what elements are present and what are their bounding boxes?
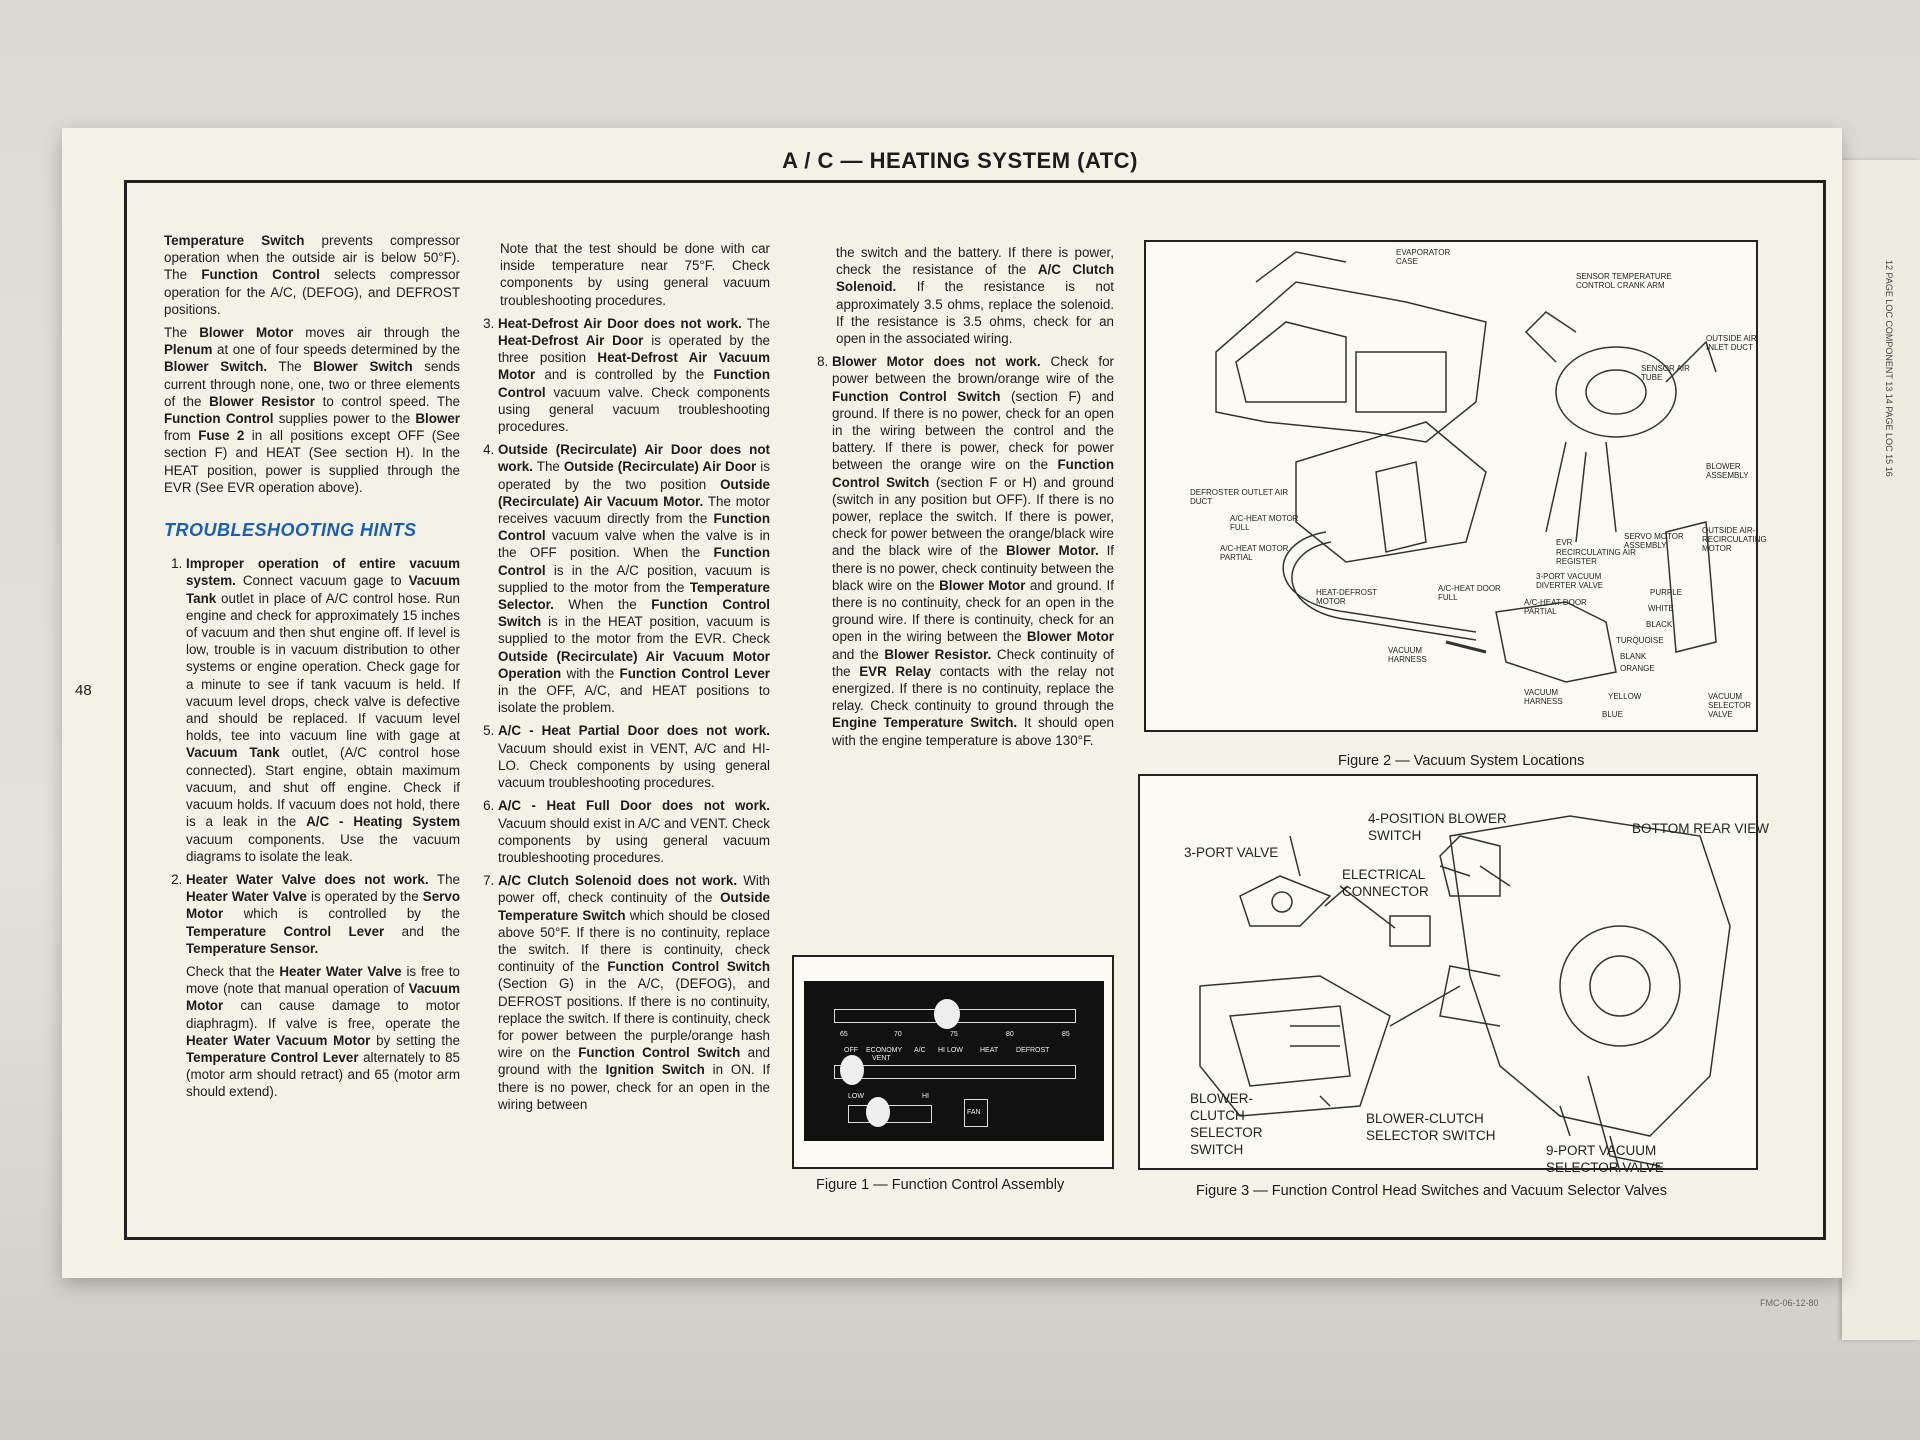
content-frame [124,180,1826,1240]
list-item: A/C Clutch Solenoid does not work. With … [498,872,770,1113]
label-3-port-valve: 3-PORT VALVE [1184,845,1279,860]
list-item: A/C - Heat Full Door does not work. Vacu… [498,797,770,866]
mode-ac: A/C [914,1047,926,1054]
control-head-drawing [1199,815,1731,1172]
paragraph: The Blower Motor moves air through the P… [164,325,460,495]
troubleshooting-list: Blower Motor does not work. Check for po… [810,353,1114,749]
label-diverter-valve: 3-PORT VACUUM DIVERTER VALVE [1536,572,1604,590]
label-9-port-valve: 9-PORT VACUUM SELECTOR VALVE [1546,1143,1664,1175]
list-item: Outside (Recirculate) Air Door does not … [498,441,770,716]
vacuum-system-drawing [1215,251,1717,683]
label-blower-clutch-switch: BLOWER-CLUTCH SELECTOR SWITCH [1366,1111,1496,1143]
figure-1-box: 65 70 75 80 85 OFF ECONOMY VENT A/C HI L… [792,955,1114,1169]
paragraph: Temperature Switch prevents compressor o… [164,233,461,317]
figure-3-box: 4-POSITION BLOWER SWITCH BOTTOM REAR VIE… [1138,774,1769,1175]
text-column-2: Note that the test should be done with c… [476,240,770,1119]
figure-3-caption: Figure 3 — Function Control Head Switche… [1196,1183,1667,1199]
label-door-partial: A/C-HEAT DOOR PARTIAL [1524,598,1587,616]
figure-1-caption: Figure 1 — Function Control Assembly [816,1177,1065,1193]
footer-code: FMC-06-12-80 [1760,1298,1819,1308]
mode-hilow: HI LOW [938,1047,963,1054]
function-control-panel: 65 70 75 80 85 OFF ECONOMY VENT A/C HI L… [804,981,1104,1141]
page-title: A / C — HEATING SYSTEM (ATC) [782,148,1138,173]
label-selector-valve: VACUUM SELECTOR VALVE [1708,692,1751,719]
label-blue: BLUE [1602,710,1623,719]
list-item: Heat-Defrost Air Door does not work. The… [498,315,770,435]
troubleshooting-list: Improper operation of entire vacuum syst… [164,555,460,1100]
page-number: 48 [75,682,92,699]
fan-low: LOW [848,1093,864,1100]
label-blank: BLANK [1620,652,1647,661]
fan-knob [866,1097,890,1127]
scale-85: 85 [1062,1031,1070,1038]
mode-economy: ECONOMY [866,1047,903,1054]
label-recirc-register: RECIRCULATING AIR REGISTER [1556,548,1636,566]
fan-label: FAN [967,1109,981,1116]
label-turquoise: TURQUOISE [1616,636,1664,645]
fan-slider-track [848,1105,932,1123]
temperature-knob [934,999,960,1029]
label-electrical-connector: ELECTRICAL CONNECTOR [1342,867,1429,899]
figure-2-caption: Figure 2 — Vacuum System Locations [1338,753,1585,769]
label-outside-duct: OUTSIDE AIR INLET DUCT [1706,334,1757,352]
label-purple: PURPLE [1650,588,1683,597]
scale-75: 75 [950,1031,958,1038]
label-sensor-tube: SENSOR AIR TUBE [1641,364,1690,382]
label-motor-partial: A/C-HEAT MOTOR PARTIAL [1220,544,1289,562]
label-harness: VACUUM HARNESS [1388,646,1427,664]
label-sensor-crank: SENSOR TEMPERATURE CONTROL CRANK ARM [1576,272,1672,290]
mode-heat: HEAT [980,1047,999,1054]
mode-slider-track [834,1065,1076,1079]
mode-off: OFF [844,1047,858,1054]
page-edge-ruler: 12 PAGE LOC COMPONENT 13 14 PAGE LOC 15 … [1884,260,1894,477]
label-black: BLACK [1646,620,1673,629]
label-evaporator: EVAPORATOR CASE [1396,248,1451,266]
label-heat-defrost: HEAT-DEFROST MOTOR [1316,588,1378,606]
label-yellow: YELLOW [1608,692,1642,701]
mode-defrost: DEFROST [1016,1047,1050,1054]
label-blower: BLOWER ASSEMBLY [1706,462,1749,480]
text-column-1: Temperature Switch prevents compressor o… [164,232,460,1107]
troubleshooting-list: Heat-Defrost Air Door does not work. The… [476,315,770,1113]
label-motor-full: A/C-HEAT MOTOR FULL [1230,514,1299,532]
paragraph: Note that the test should be done with c… [500,241,770,308]
paragraph: the switch and the battery. If there is … [836,245,1115,347]
label-evr: EVR [1556,538,1573,547]
label-door-full: A/C-HEAT DOOR FULL [1438,584,1501,602]
label-bottom-rear-view: BOTTOM REAR VIEW [1632,821,1770,836]
mode-vent: VENT [872,1055,891,1062]
next-page-edge [1842,160,1920,1340]
label-defroster: DEFROSTER OUTLET AIR DUCT [1190,488,1289,506]
label-servo: SERVO MOTOR ASSEMBLY [1624,532,1684,550]
scale-70: 70 [894,1031,902,1038]
text-column-3: the switch and the battery. If there is … [810,244,1114,755]
section-heading: TROUBLESHOOTING HINTS [164,520,417,541]
paragraph: Check that the Heater Water Valve is fre… [186,963,460,1100]
label-orange: ORANGE [1620,664,1655,673]
list-item: Heater Water Valve does not work. The He… [186,871,460,1101]
fan-hi: HI [922,1093,929,1100]
label-recirc-motor: OUTSIDE AIR-RECIRCULATING MOTOR [1702,526,1767,553]
scale-80: 80 [1006,1031,1014,1038]
label-blower-clutch-switch: BLOWER-CLUTCH SELECTOR SWITCH [1190,1091,1263,1157]
list-item: Improper operation of entire vacuum syst… [186,555,460,865]
mode-knob [840,1055,864,1085]
fan-button [964,1099,988,1127]
scale-65: 65 [840,1031,848,1038]
list-item: A/C - Heat Partial Door does not work. V… [498,722,770,791]
list-item: Blower Motor does not work. Check for po… [832,353,1114,749]
label-harness: VACUUM HARNESS [1524,688,1563,706]
figure-2-box: EVAPORATOR CASE SENSOR TEMPERATURE CONTR… [1144,240,1767,732]
label-4-position-switch: 4-POSITION BLOWER SWITCH [1368,811,1507,843]
label-white: WHITE [1648,604,1674,613]
